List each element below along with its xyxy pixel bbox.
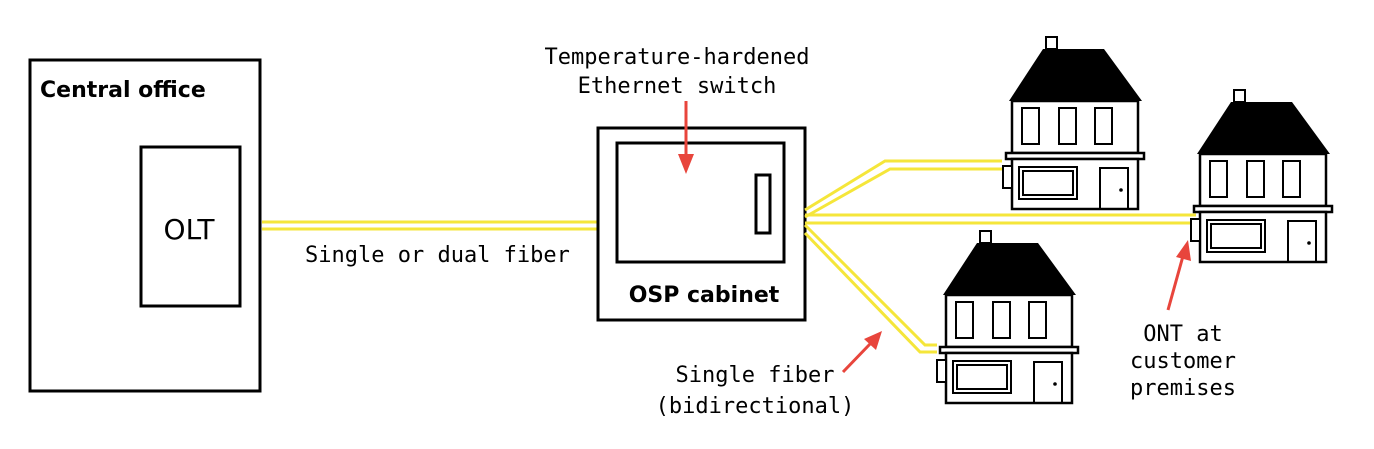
ont-label-line3: premises xyxy=(1130,376,1236,401)
house-icon xyxy=(1001,35,1146,211)
switch-arrow-icon xyxy=(678,101,694,174)
house-icon xyxy=(935,229,1080,405)
olt-label: OLT xyxy=(164,213,216,246)
ont-label-line2: customer xyxy=(1130,349,1236,374)
ont-arrow-icon xyxy=(1166,240,1191,311)
central-office-title: Central office xyxy=(40,78,206,103)
drop-fiber-label-line1: Single fiber xyxy=(676,363,835,388)
switch-label-line2: Ethernet switch xyxy=(578,74,777,99)
drop-fiber-arrow-icon xyxy=(841,331,882,374)
feeder-fiber xyxy=(262,220,598,231)
switch-label-line1: Temperature-hardened xyxy=(545,45,810,70)
ont-label-line1: ONT at xyxy=(1143,322,1222,347)
house-icon xyxy=(1189,88,1334,264)
switch-handle xyxy=(754,173,772,235)
feeder-fiber-label: Single or dual fiber xyxy=(305,243,570,268)
drop-fibers xyxy=(803,159,1196,354)
drop-fiber-label-line2: (bidirectional) xyxy=(656,394,855,419)
osp-cabinet-title: OSP cabinet xyxy=(629,283,780,308)
olt-box xyxy=(139,145,242,308)
